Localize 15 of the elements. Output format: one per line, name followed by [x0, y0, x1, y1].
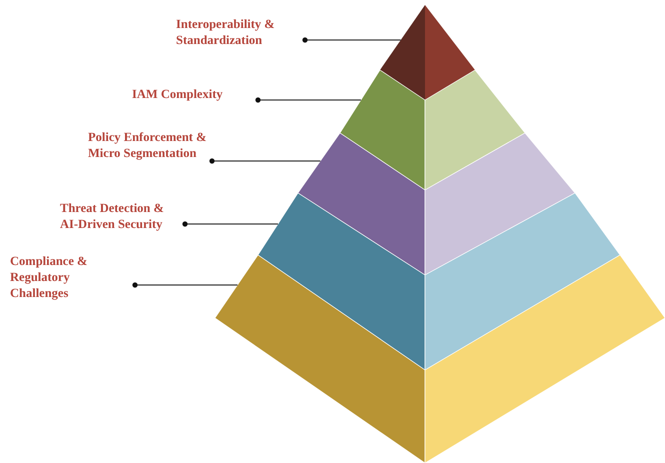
- pyramid-layer: [298, 132, 576, 276]
- layer-label: IAM Complexity: [132, 86, 242, 102]
- pyramid-layer: [340, 70, 526, 191]
- layer-label: Compliance & Regulatory Challenges: [10, 253, 110, 301]
- leader-line: [302, 37, 402, 43]
- layer-label: Policy Enforcement & Micro Segmentation: [88, 129, 208, 161]
- pyramid-layer: [258, 192, 620, 371]
- pyramid-layer: [214, 254, 665, 463]
- leader-line: [182, 221, 278, 227]
- layer-label: Interoperability & Standardization: [176, 16, 306, 48]
- leader-line: [255, 97, 362, 103]
- leader-line: [132, 282, 238, 288]
- leader-line: [209, 158, 321, 164]
- layer-label: Threat Detection & AI-Driven Security: [60, 200, 180, 232]
- pyramid-apex: [380, 5, 475, 100]
